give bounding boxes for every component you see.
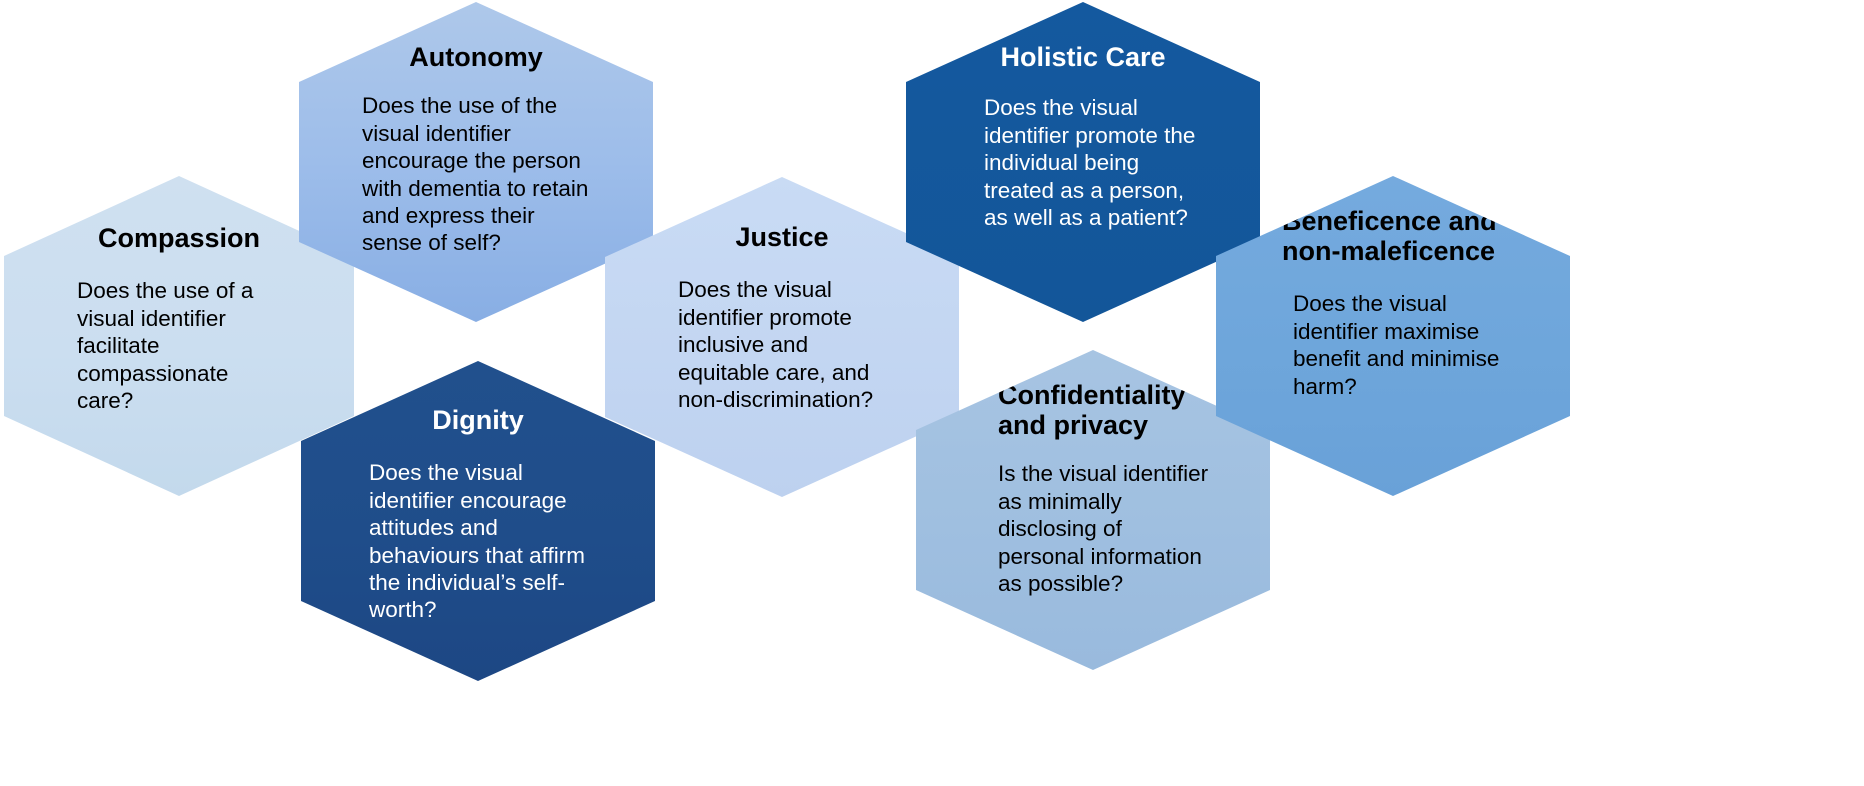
hexagon-title-compassion: Compassion [97,223,261,253]
hexagon-body-beneficence-and-non-maleficence: Does the visual identifier maximise bene… [1293,291,1500,399]
hexagon-cell-autonomy[interactable]: Autonomy Does the use of the visual iden… [299,2,653,322]
hexagon-title-confidentiality-and-privacy: Confidentiality and privacy [998,380,1186,441]
hexagon-cell-dignity[interactable]: Dignity Does the visual identifier encou… [301,361,655,681]
hexagon-body-justice: Does the visual identifier promote inclu… [678,277,874,412]
hexagon-body-confidentiality-and-privacy: Is the visual identifier as minimally di… [998,461,1209,597]
hexagon-cell-justice[interactable]: Justice Does the visual identifier promo… [605,177,959,497]
hexagon-title-dignity: Dignity [432,405,524,435]
hexagon-body-compassion: Does the use of a visual identifier faci… [77,278,254,413]
hexagon-title-autonomy: Autonomy [409,42,543,72]
hexagon-title-justice: Justice [735,222,829,252]
hexagon-body-autonomy: Does the use of the visual identifier en… [362,93,589,256]
hexagon-body-holistic-care: Does the visual identifier promote the i… [984,95,1196,230]
hexagon-cell-compassion[interactable]: Compassion Does the use of a visual iden… [4,176,354,496]
hexagon-body-dignity: Does the visual identifier encourage att… [369,460,585,623]
hexagon-title-holistic-care: Holistic Care [1000,42,1166,72]
hexagon-title-beneficence-and-non-maleficence: Beneficence and non-maleficence [1282,206,1497,267]
hexagon-cell-holistic-care[interactable]: Holistic Care Does the visual identifier… [906,2,1260,322]
